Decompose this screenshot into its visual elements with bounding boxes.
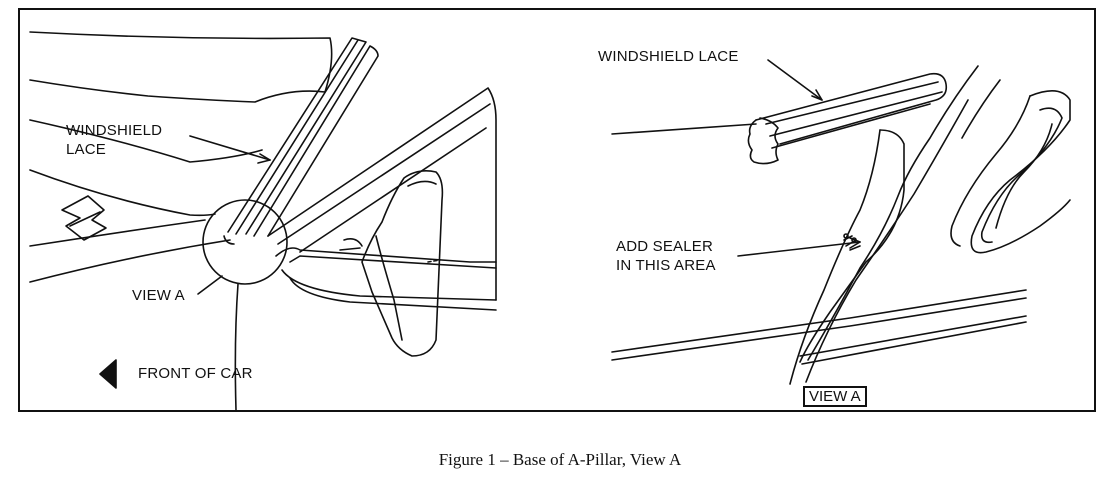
figure-caption: Figure 1 – Base of A-Pillar, View A	[438, 450, 682, 469]
view-a-boxed-label: VIEW A	[803, 386, 867, 407]
figure-frame	[18, 8, 1096, 412]
windshield-lace-label-line1: WINDSHIELD	[66, 122, 163, 139]
windshield-lace-label-line2: LACE	[66, 141, 106, 158]
view-a-label: VIEW A	[132, 287, 185, 304]
add-sealer-label-line2: IN THIS AREA	[616, 257, 716, 274]
right-panel-drawing	[611, 59, 1071, 385]
left-panel-drawing	[29, 31, 497, 411]
front-of-car-label: FRONT OF CAR	[138, 365, 253, 382]
add-sealer-label-line1: ADD SEALER	[616, 238, 714, 255]
windshield-lace-label-right: WINDSHIELD LACE	[598, 48, 739, 65]
left-arrow-icon	[99, 359, 117, 389]
